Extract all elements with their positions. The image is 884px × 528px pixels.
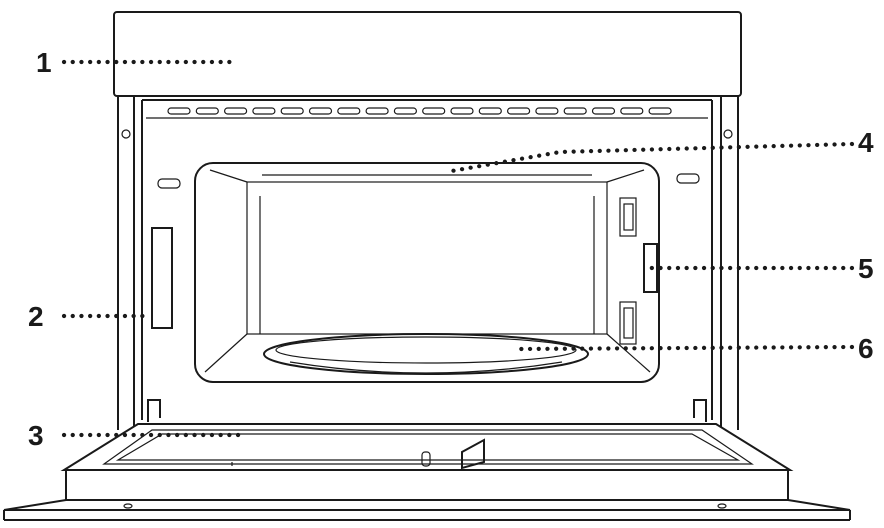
vent-slot [620, 107, 644, 115]
vent-slot [591, 107, 616, 115]
vent-slot [648, 107, 672, 115]
cabinet-frame [117, 96, 739, 430]
vent-slot [224, 107, 248, 115]
callout-labels: 1 2 3 4 5 6 [28, 47, 874, 451]
callout-4: 4 [858, 127, 874, 158]
oven-cavity [194, 162, 660, 383]
left-hinge [147, 399, 161, 422]
control-panel [113, 11, 742, 97]
leader-line-4 [443, 141, 855, 175]
vent-slot [535, 107, 559, 115]
vent-slot [280, 107, 304, 115]
vent-slot [478, 107, 502, 115]
callout-1: 1 [36, 47, 52, 78]
vent-slots [167, 107, 672, 115]
vent-slot [563, 107, 587, 115]
right-stopper [676, 173, 700, 184]
door [3, 423, 851, 521]
vent-slot [365, 107, 389, 115]
vent-slot [422, 107, 446, 115]
right-hinge [693, 399, 707, 422]
vent-slot [252, 107, 276, 115]
leader-line-6 [517, 344, 855, 352]
callout-5: 5 [858, 253, 874, 284]
vent-slot [337, 107, 361, 115]
vent-slot [507, 107, 531, 115]
vent-slot [308, 107, 333, 115]
door-latch-slot [151, 227, 173, 329]
left-stopper [157, 178, 181, 189]
callout-6: 6 [858, 333, 874, 364]
vent-slot [195, 107, 219, 115]
waveguide-cover [643, 243, 658, 293]
turntable [263, 333, 589, 375]
vent-slot [450, 107, 474, 115]
callout-2: 2 [28, 301, 44, 332]
leader-lines [61, 59, 855, 438]
vent-slot [393, 107, 417, 115]
callout-3: 3 [28, 420, 44, 451]
vent-slot [167, 107, 191, 115]
